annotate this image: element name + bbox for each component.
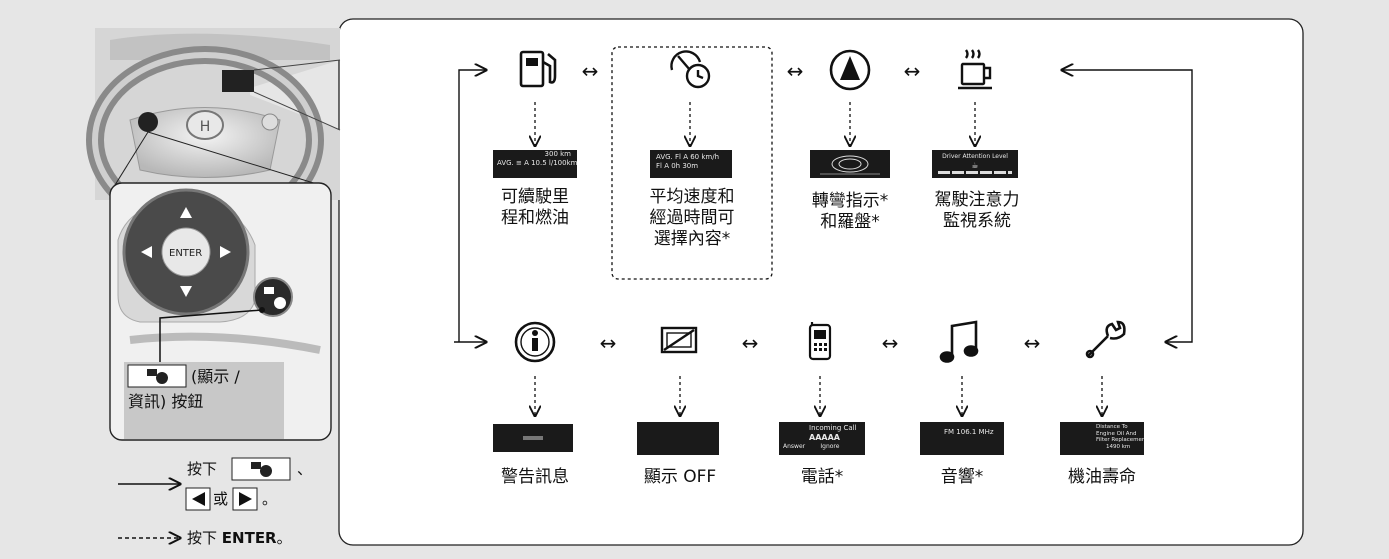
steering-wheel-photo: H [86,28,341,234]
svg-text:↔: ↔ [742,331,759,355]
legend-dashed-press: 按下 ENTER。 [187,529,292,547]
display-off-screen [637,422,719,455]
compass-screen [810,150,890,178]
svg-text:↔: ↔ [1024,331,1041,355]
info-button-caption-1: (顯示 / [191,367,240,386]
fuel-pump-icon [519,50,557,88]
display-off-icon [660,326,698,354]
label-audio: 音響* [940,467,984,487]
svg-text:↔: ↔ [600,331,617,355]
dpad-enter-label: ENTER [169,248,203,259]
phone-screen: Incoming Call AAAAA Answer Ignore [779,422,865,455]
label-driver-attention: 駕駛注意力 監視系統 [934,190,1020,231]
coffee-cup-icon [958,49,992,90]
label-avg-speed: 平均速度和 經過時間可 選擇內容* [649,187,735,249]
compass-grid-graphic [820,155,880,175]
label-range-fuel: 可續駛里 程和燃油 [501,187,569,228]
oil-life-screen: Distance To Engine Oil And Filter Replac… [1060,422,1144,455]
legend-dashed-prefix: 按下 [187,529,222,547]
warning-message-graphic [523,436,543,440]
oil-screen-value: 1490 km [1106,443,1131,450]
audio-screen-freq: FM 106.1 MHz [944,428,994,436]
legend-enter-key: ENTER [221,529,277,547]
compass-icon [829,49,871,91]
legend-or-text: 或 [213,490,229,508]
phone-screen-title: Incoming Call [809,424,857,432]
info-button-caption-2: 資訊) 按鈕 [128,392,204,411]
legend-dashed-suffix: 。 [276,529,292,547]
phone-screen-ignore: Ignore [820,443,840,450]
svg-text:H: H [200,119,211,135]
driver-attention-screen: Driver Attention Level ☕ [932,150,1018,178]
phone-screen-answer: Answer [783,443,806,450]
oil-screen-line1: Distance To [1096,424,1128,430]
legend-comma: 、 [297,460,313,478]
phone-icon [808,322,832,361]
dashed-down-arrows [535,102,1102,416]
label-phone: 電話* [800,467,844,487]
double-arrows: ↔ ↔ ↔ ↔ ↔ ↔ ↔ [582,59,1041,355]
label-display-off: 顯示 OFF [643,467,717,487]
avg-screen-line2: Fl A 0h 30m [656,162,699,170]
range-fuel-screen: 300 km AVG. ≡ A 10.5 l/100km [493,150,577,178]
info-circle-icon [514,321,556,363]
svg-text:↔: ↔ [787,59,804,83]
label-warning: 警告訊息 [501,467,569,487]
label-oil-life: 機油壽命 [1068,467,1136,487]
range-screen-line2: AVG. ≡ A 10.5 l/100km [497,159,577,167]
warning-screen [493,424,573,452]
avg-speed-screen: AVG. Fl A 60 km/h Fl A 0h 30m [650,150,732,178]
phone-screen-name: AAAAA [809,433,840,442]
audio-screen: FM 106.1 MHz [920,422,1004,455]
selectable-content-box [611,46,773,280]
attention-level-bar [938,171,1012,174]
speed-time-icon [670,50,711,89]
attention-screen-title: Driver Attention Level [942,153,1008,160]
legend-press-text: 按下 [187,460,218,478]
avg-screen-line1: AVG. Fl A 60 km/h [656,153,720,161]
svg-text:↔: ↔ [882,331,899,355]
oil-screen-line3: Filter Replacement [1096,437,1144,443]
range-screen-line1: 300 km [544,150,571,158]
wrench-icon [1085,320,1126,359]
svg-text:↔: ↔ [582,59,599,83]
top-row-connectors [454,70,1193,342]
svg-text:↔: ↔ [904,59,921,83]
legend-period: 。 [262,490,278,508]
music-note-icon [939,320,979,363]
button-callout-line [159,309,263,362]
oil-screen-line2: Engine Oil And [1096,430,1137,437]
label-turn-compass: 轉彎指示* 和羅盤* [811,191,889,232]
dpad-control[interactable] [117,188,256,323]
